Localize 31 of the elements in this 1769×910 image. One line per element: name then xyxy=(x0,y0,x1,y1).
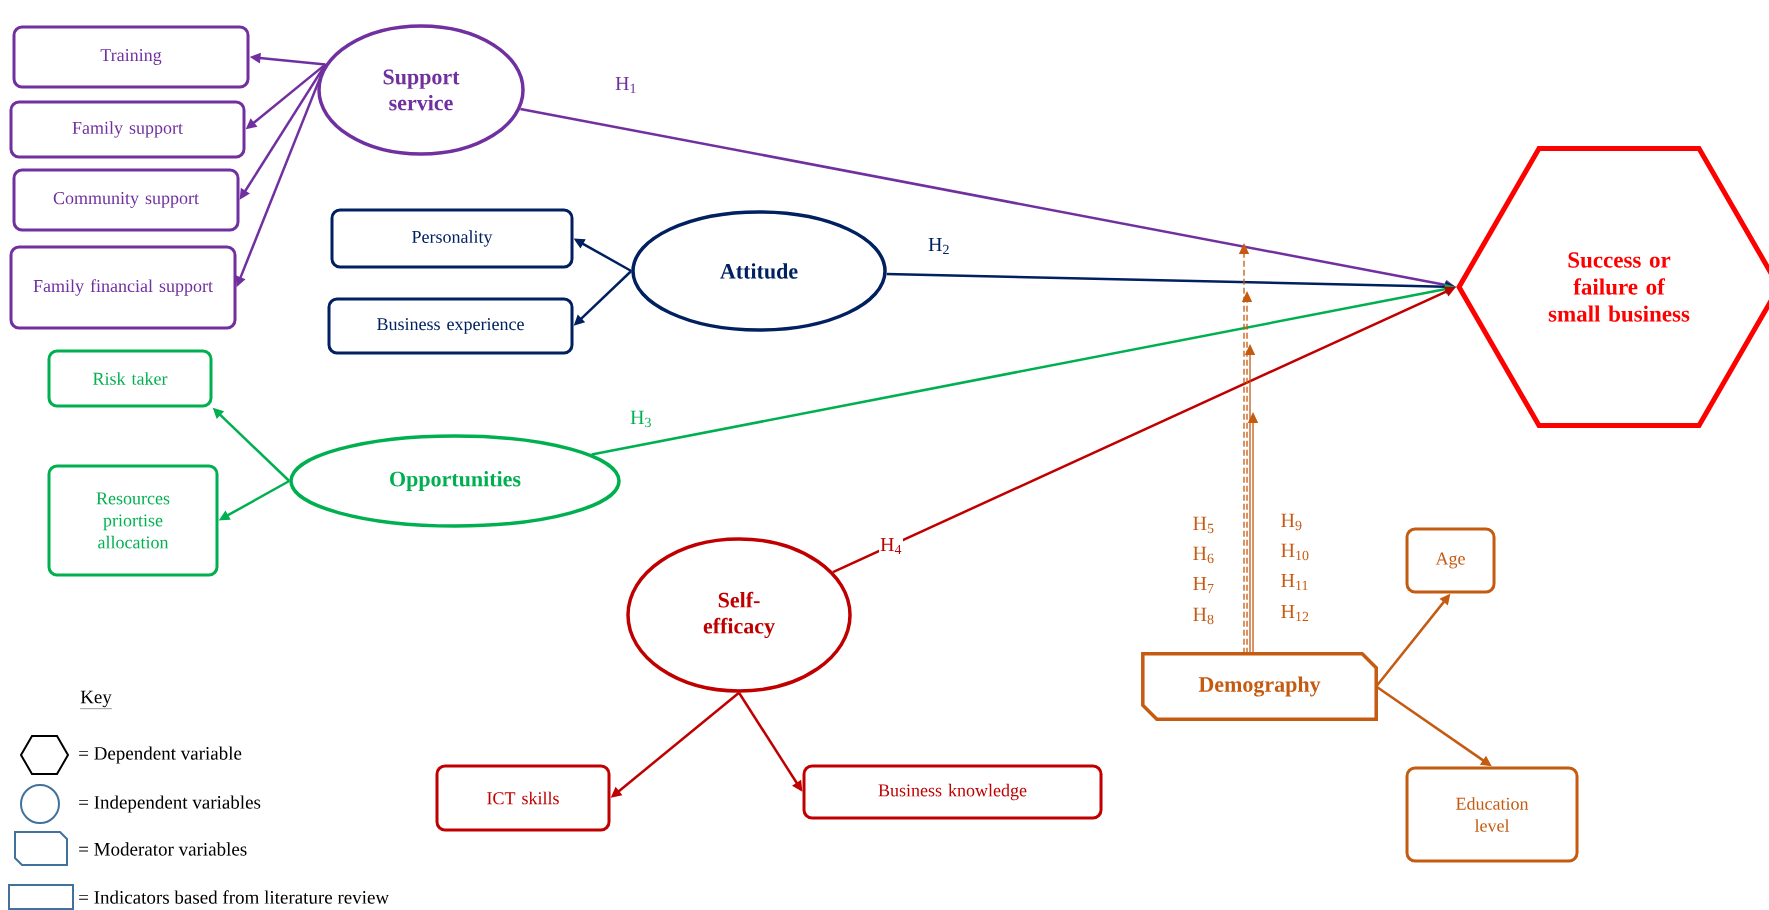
key-heading: Key xyxy=(79,690,113,709)
indicator-box: Training xyxy=(12,25,250,89)
indicator-box: Community support xyxy=(12,168,240,232)
legend-text: = Indicators based from literature review xyxy=(79,890,390,904)
indicator-box: Age xyxy=(1405,527,1496,594)
indicator-box: Education level xyxy=(1405,766,1579,863)
edge-label: H$_{4}$ xyxy=(879,536,903,556)
legend-text: = Independent variables xyxy=(79,795,261,813)
legend-text: = Dependent variable xyxy=(79,746,242,764)
hypothesis-label: H$_{11}$ xyxy=(1281,573,1308,591)
indicator-box: Family financial support xyxy=(9,245,237,330)
legend-text: = Moderator variables xyxy=(79,842,247,856)
indicator-box: Risk taker xyxy=(47,349,213,408)
hypothesis-label: H$_{8}$ xyxy=(1193,607,1214,625)
indicator-box: Business knowledge xyxy=(802,764,1103,820)
indicator-box: Personality xyxy=(330,208,574,269)
indicator-box: Family support xyxy=(9,100,246,159)
hypothesis-label: H$_{6}$ xyxy=(1193,546,1214,564)
hypothesis-label: H$_{5}$ xyxy=(1193,516,1214,534)
indicator-box: Resources priortise allocation xyxy=(47,464,219,577)
indicator-box: ICT skills xyxy=(435,764,611,832)
edge-label: H$_{1}$ xyxy=(614,75,638,95)
moderator-box: Demography xyxy=(1141,652,1378,721)
hypothesis-label: H$_{7}$ xyxy=(1193,576,1214,594)
hypothesis-label: H$_{10}$ xyxy=(1281,543,1309,561)
hypothesis-label: H$_{9}$ xyxy=(1281,513,1302,531)
hypothesis-label: H$_{12}$ xyxy=(1281,604,1309,622)
edge-label: H$_{3}$ xyxy=(629,409,653,429)
indicator-box: Business experience xyxy=(327,297,574,355)
outcome-hexagon: Success or failure of small business xyxy=(1456,145,1769,429)
edge-label: H$_{2}$ xyxy=(927,236,951,256)
